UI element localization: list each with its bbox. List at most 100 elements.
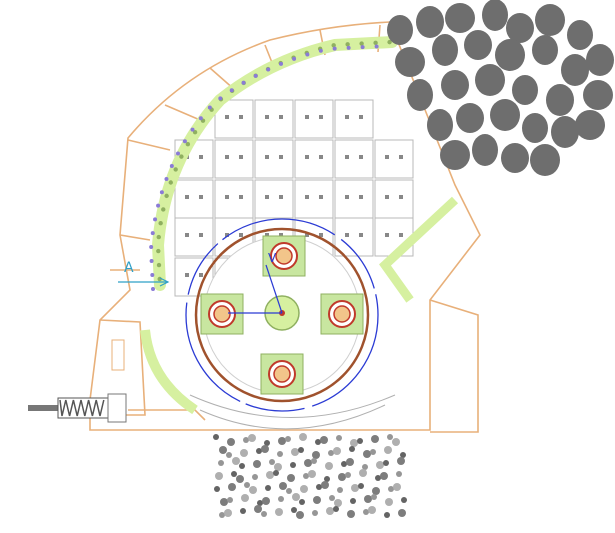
grid-bolt [305, 233, 309, 237]
particle [362, 464, 368, 470]
particle [261, 511, 267, 517]
grid-bolt [239, 155, 243, 159]
rock [575, 110, 605, 140]
rock [482, 0, 508, 31]
spring-adjuster [28, 339, 127, 423]
particle [316, 484, 322, 490]
particle [401, 497, 407, 503]
particle [396, 471, 402, 477]
liner-bolt [179, 154, 184, 159]
liner-pin [266, 67, 271, 72]
particle [315, 439, 321, 445]
particle [239, 463, 245, 469]
particle [311, 458, 317, 464]
grid-bolt [305, 155, 309, 159]
particle [278, 496, 284, 502]
particle [341, 461, 347, 467]
liner-pin [346, 45, 351, 50]
grid-cell [334, 99, 374, 139]
liner-bolt [156, 248, 161, 254]
hammer-pin [275, 247, 293, 265]
particle [376, 461, 384, 469]
rock [535, 4, 565, 36]
particle [228, 483, 236, 491]
velocity-vectors [118, 264, 283, 314]
particle [333, 447, 341, 455]
hammer-pin [333, 305, 351, 323]
particle [303, 473, 309, 479]
liner-bolt [185, 142, 191, 147]
grid-cell [214, 139, 254, 179]
particle [388, 486, 394, 492]
grid-bolt [225, 233, 229, 237]
liner-pin [305, 52, 310, 57]
particle [254, 505, 262, 513]
grid-cell [174, 217, 214, 257]
grid-bolt [225, 115, 229, 119]
rock [441, 70, 469, 100]
particle [213, 434, 219, 440]
particle [385, 498, 393, 506]
particle [286, 488, 292, 494]
particle [243, 437, 249, 443]
grid-bolt [265, 155, 269, 159]
particle [261, 445, 269, 453]
particle [240, 449, 248, 457]
rock [475, 64, 505, 96]
rock [427, 109, 453, 141]
particle [299, 499, 305, 505]
liner-pin [332, 46, 337, 51]
particle [312, 451, 320, 459]
particle [299, 433, 307, 441]
liner-pin [151, 287, 155, 291]
particle [321, 481, 329, 489]
particle [285, 436, 291, 442]
liner-bolt [156, 262, 162, 268]
rock [445, 3, 475, 33]
rock [530, 144, 560, 176]
grid-cell [214, 99, 254, 139]
particle [312, 510, 318, 516]
liner-bolt [173, 167, 178, 172]
grid-bolt [319, 155, 323, 159]
particle [308, 470, 316, 478]
grid-bolt [385, 233, 389, 237]
liner-pin [182, 139, 187, 144]
rock [501, 143, 529, 173]
particle [290, 462, 296, 468]
liner-pin [149, 259, 154, 264]
grid-cell [214, 179, 254, 219]
grid-bolt [345, 195, 349, 199]
rock [522, 113, 548, 143]
particle [358, 483, 364, 489]
grid-bolt [319, 233, 323, 237]
rock [464, 30, 492, 60]
grid-bolt [185, 195, 189, 199]
grid-bolt [279, 155, 283, 159]
particle [292, 493, 300, 501]
particle [350, 439, 358, 447]
particle [215, 472, 223, 480]
grid-bolt [359, 115, 363, 119]
grid-bolt [239, 233, 243, 237]
particle [269, 459, 275, 465]
blow-bars [200, 235, 364, 395]
hammer-pin [273, 365, 291, 383]
particle [219, 446, 227, 454]
rock [432, 34, 458, 66]
rock [583, 80, 613, 110]
grid-bolt [305, 195, 309, 199]
particle [265, 485, 271, 491]
particle [363, 450, 371, 458]
liner-pin [169, 164, 174, 169]
particle [275, 508, 283, 516]
particle [346, 458, 354, 466]
liner-pin [207, 105, 212, 110]
liner-pin [318, 48, 323, 53]
grid-bolt [185, 233, 189, 237]
particle [253, 460, 261, 468]
particle [349, 446, 355, 452]
grid-bolt [265, 195, 269, 199]
hammer-pin [213, 305, 231, 323]
particle [337, 487, 343, 493]
